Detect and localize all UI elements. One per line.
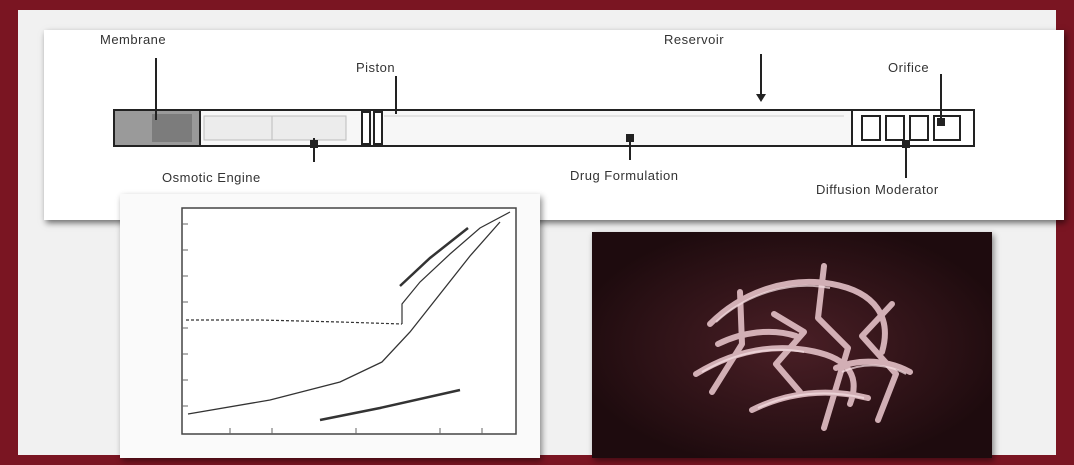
molecule-strands xyxy=(693,263,913,431)
orifice-label: Orifice xyxy=(888,60,930,75)
plot-curve-upper xyxy=(401,211,511,324)
membrane-label: Membrane xyxy=(100,32,167,47)
piston-label: Piston xyxy=(356,60,396,75)
plot-y-ticks xyxy=(182,223,188,407)
orifice-marker xyxy=(937,118,945,126)
plot-figure xyxy=(181,207,517,435)
membrane-core xyxy=(152,114,192,142)
osmotic-engine-marker xyxy=(310,140,318,148)
reservoir-arrowhead xyxy=(756,94,766,102)
osmotic-engine-label: Osmotic Engine xyxy=(162,170,261,185)
moderator-channel-3 xyxy=(909,115,929,141)
molecule-image xyxy=(592,232,992,458)
plot-x-ticks xyxy=(229,428,483,434)
diffusion-moderator-label: Diffusion Moderator xyxy=(816,182,939,197)
piston-part-right xyxy=(373,111,383,145)
plot-card xyxy=(120,194,540,458)
piston-part-left xyxy=(361,111,371,145)
osmotic-engine-section xyxy=(203,115,347,141)
plot-area xyxy=(181,207,517,435)
plot-boundary-line xyxy=(186,319,403,325)
osmotic-pump-diagram: Membrane Reservoir Piston Orifice Osmoti… xyxy=(44,30,1064,220)
pump-drawing xyxy=(113,54,975,178)
plot-curve-lower xyxy=(319,388,461,422)
diffusion-moderator-marker xyxy=(902,140,910,148)
drug-formulation-marker xyxy=(626,134,634,142)
drug-formulation-label: Drug Formulation xyxy=(570,168,679,183)
molecule-render xyxy=(592,232,992,458)
moderator-channel-1 xyxy=(861,115,881,141)
plot-curve-main xyxy=(187,221,501,415)
molecule-highlights xyxy=(701,284,907,409)
plot-curve-band xyxy=(399,227,469,287)
reservoir-label: Reservoir xyxy=(664,32,725,47)
moderator-channel-2 xyxy=(885,115,905,141)
